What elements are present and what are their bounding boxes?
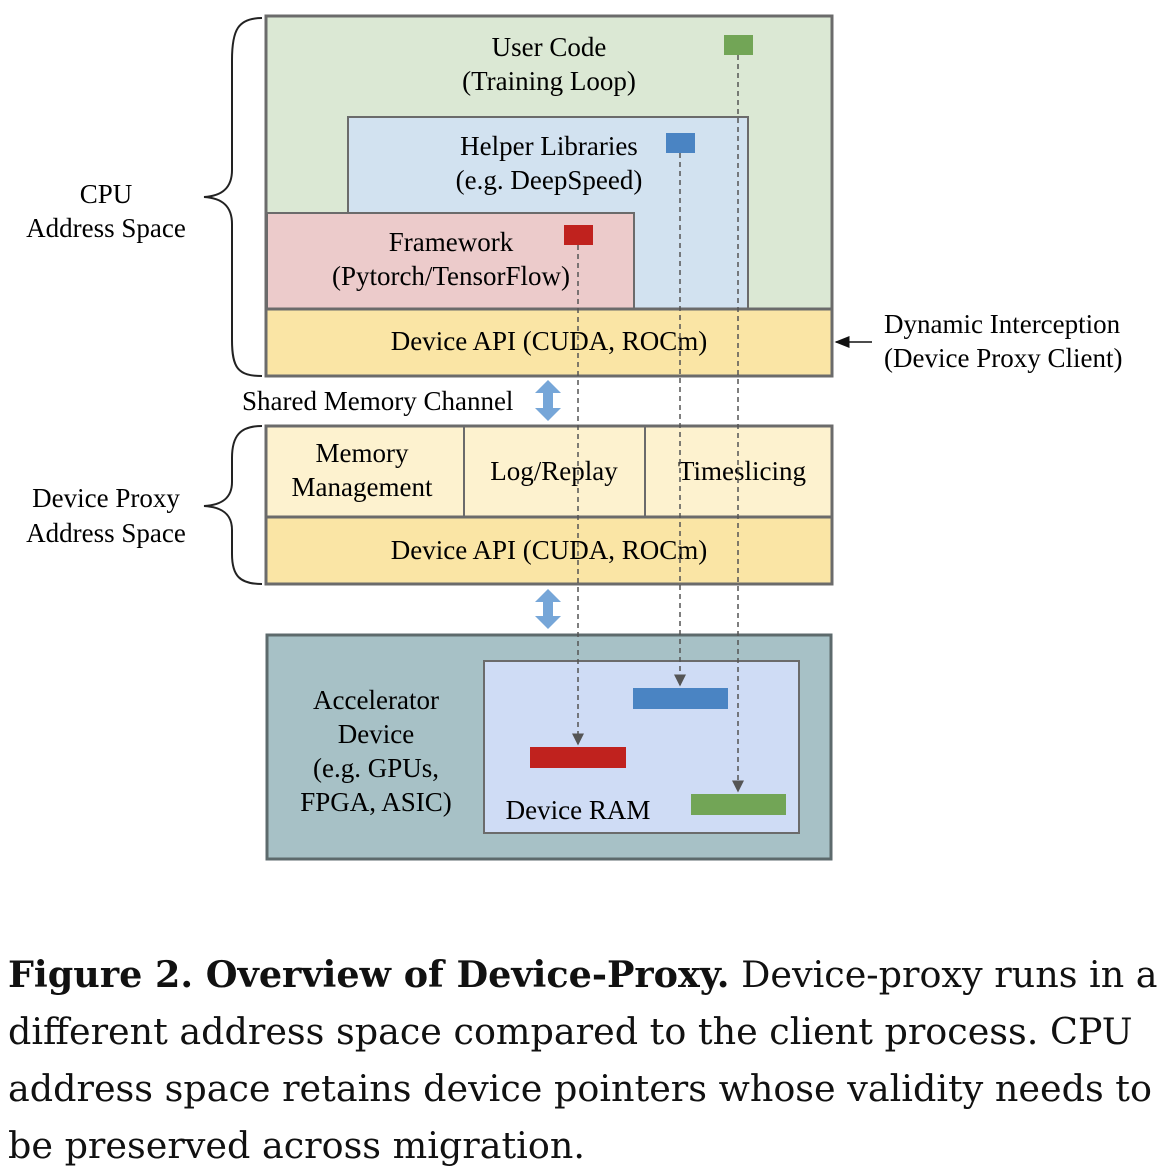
helper-libraries-pointer <box>666 133 695 153</box>
cpu-address-space-brace <box>203 17 263 377</box>
device-proxy-diagram: CPU Address Space User Code (Training Lo… <box>26 14 1122 861</box>
interception-line1: Dynamic Interception <box>884 309 1121 339</box>
helper-libraries-subtitle: (e.g. DeepSpeed) <box>456 165 643 195</box>
framework-title: Framework <box>389 227 514 257</box>
device-proxy-label-line2: Address Space <box>26 518 186 548</box>
cpu-label-line1: CPU <box>80 179 133 209</box>
caption-bold: Figure 2. Overview of Device-Proxy. <box>8 953 730 996</box>
accelerator-line3: (e.g. GPUs, <box>313 753 439 783</box>
shared-memory-channel-label: Shared Memory Channel <box>242 386 513 416</box>
figure-caption: Figure 2. Overview of Device-Proxy. Devi… <box>8 946 1168 1174</box>
memory-management-line2: Management <box>292 472 433 502</box>
user-code-title: User Code <box>492 32 607 62</box>
device-api-proxy-label: Device API (CUDA, ROCm) <box>391 535 707 565</box>
user-code-subtitle: (Training Loop) <box>462 66 636 96</box>
device-double-arrow <box>535 589 561 629</box>
helper-libraries-title: Helper Libraries <box>460 131 638 161</box>
device-ram-green-block <box>691 794 786 815</box>
interception-line2: (Device Proxy Client) <box>884 343 1122 373</box>
log-replay-label: Log/Replay <box>490 456 618 486</box>
device-ram-blue-block <box>633 688 728 709</box>
shared-memory-double-arrow <box>535 380 561 421</box>
accelerator-line4: FPGA, ASIC) <box>300 787 452 817</box>
timeslicing-label: Timeslicing <box>678 456 806 486</box>
framework-subtitle: (Pytorch/TensorFlow) <box>332 261 570 291</box>
cpu-label-line2: Address Space <box>26 213 186 243</box>
log-replay-box <box>463 425 646 518</box>
accelerator-line2: Device <box>338 719 414 749</box>
device-ram-label: Device RAM <box>506 795 651 825</box>
caption-text: Device-proxy runs in a different address… <box>8 953 1158 1167</box>
device-ram-red-block <box>530 747 626 768</box>
device-proxy-group-border <box>264 424 834 586</box>
memory-management-line1: Memory <box>316 438 409 468</box>
device-api-client-label: Device API (CUDA, ROCm) <box>391 326 707 356</box>
device-proxy-label-line1: Device Proxy <box>32 483 180 513</box>
accelerator-line1: Accelerator <box>313 685 439 715</box>
device-proxy-address-space-brace <box>203 425 263 585</box>
user-code-pointer <box>724 35 753 55</box>
framework-pointer <box>564 225 593 245</box>
